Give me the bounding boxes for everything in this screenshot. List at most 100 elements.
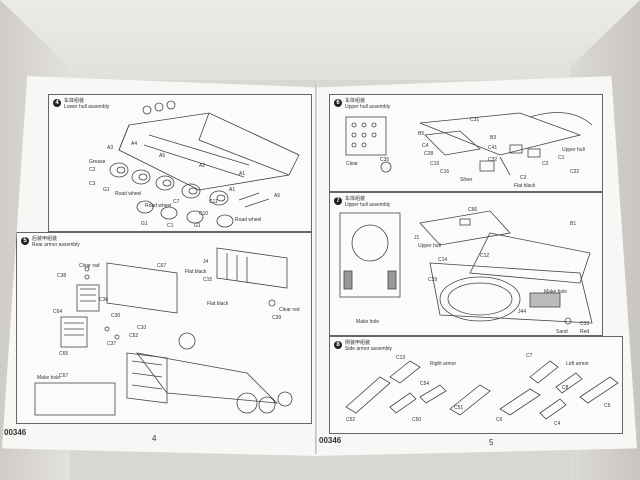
label: C52 [129,333,139,339]
label: C8 [562,385,569,391]
note: Red [580,329,590,335]
step-7-number: 7 [334,197,342,205]
note: Upper hull [418,243,441,249]
note: Make hole [544,289,568,295]
label: C29 [428,277,438,283]
label: C4 [422,143,429,149]
label: C64 [53,309,63,315]
label: C5 [604,403,611,409]
label: J44 [518,309,527,315]
note: Make hole [356,319,380,325]
label: A2 [199,163,206,169]
label: C2 [542,161,549,167]
label: C4 [554,421,561,427]
label: G1 [103,187,110,193]
product-code-left: 00346 [4,428,27,437]
label: C3 [89,181,96,187]
label: C37 [107,341,117,347]
note: Clear [346,161,358,167]
label: C66 [468,207,478,213]
note: Flat black [514,183,536,189]
label: C67 [59,373,69,379]
label: C16 [440,169,450,175]
label: C51 [454,405,464,411]
step-5-number: 5 [21,237,29,245]
label: C14 [438,257,448,263]
label: J4 [203,259,209,265]
label: C31 [470,117,480,123]
step-8-title-cn: 侧装甲组装 [345,340,371,346]
label: B1 [570,221,577,227]
note: Clear red [279,307,300,313]
step-4-number: 4 [53,99,61,107]
label: B3 [490,135,497,141]
step-6-title: Upper hull assembly [345,104,391,110]
upper-hull-detail-drawing [345,112,593,176]
page-number-right: 5 [489,438,494,447]
label: C54 [420,381,430,387]
note: Upper hull [562,147,585,153]
label: C35 [380,157,390,163]
label: A1 [229,187,236,193]
note: Clear rad [79,263,100,269]
side-armor-drawing [345,360,619,420]
step-5-title-cn: 后装甲组装 [32,236,58,242]
label: C2 [89,167,96,173]
label: A6 [274,193,281,199]
label: C30 [111,313,121,319]
note: Road wheel [115,191,142,197]
step-4-title: Lower hull assembly [64,104,110,110]
label: C12 [480,253,490,259]
note: Silver [460,177,473,183]
step-6-number: 6 [334,99,342,107]
label: C6 [496,417,503,423]
label: C15 [203,277,213,283]
label: C19 [430,161,440,167]
instruction-booklet: 4 车体组装 Lower hull assembly [0,68,640,480]
label: C11 [209,199,218,205]
step-5-title: Rear armor assembly [32,242,80,248]
step-4-title-cn: 车体组装 [64,98,85,104]
label: A1 [239,171,246,177]
left-page: 4 车体组装 Lower hull assembly [2,76,317,456]
label: C28 [424,151,434,157]
label: J1 [414,235,420,241]
label: C32 [488,157,498,163]
label: C1 [167,223,174,229]
label: C10 [137,325,147,331]
label: C22 [570,169,580,175]
label: A3 [107,145,114,151]
label: C41 [488,145,498,151]
step-7-title: Upper hull assembly [345,202,391,208]
label: C7 [173,199,180,205]
label: C10 [199,211,209,217]
note: Road wheel [145,203,172,209]
step-7-title-cn: 车体组装 [345,196,366,202]
label: C13 [396,355,406,361]
step-8-title: Side armor assembly [345,346,392,352]
label: C1 [558,155,565,161]
step-8-number: 8 [334,341,342,349]
note: Left armor [566,361,589,367]
note: Flat black [207,301,229,307]
step-7-panel: 7 车体组装 Upper hull assembly J1 [329,192,603,336]
label: C36 [99,297,109,303]
note: Flat black [185,269,207,275]
label: G1 [141,221,148,227]
label: G1 [194,223,201,229]
background-wall [0,0,640,80]
label: C67 [157,263,167,269]
note: Sand [556,329,568,335]
label: C3 [520,175,527,181]
step-4-panel: 4 车体组装 Lower hull assembly [48,94,312,232]
lower-hull-drawing [109,100,300,228]
label: C38 [57,273,67,279]
label: A4 [131,141,138,147]
label: C7 [526,353,533,359]
label: C52 [346,417,356,423]
label: C65 [59,351,69,357]
right-page: 6 车体组装 Upper hull assembly C3 [317,76,637,456]
step-6-panel: 6 车体组装 Upper hull assembly C3 [329,94,603,192]
label: C39 [272,315,282,321]
step-5-panel: 5 后装甲组装 Rear armor assembly [16,232,312,424]
